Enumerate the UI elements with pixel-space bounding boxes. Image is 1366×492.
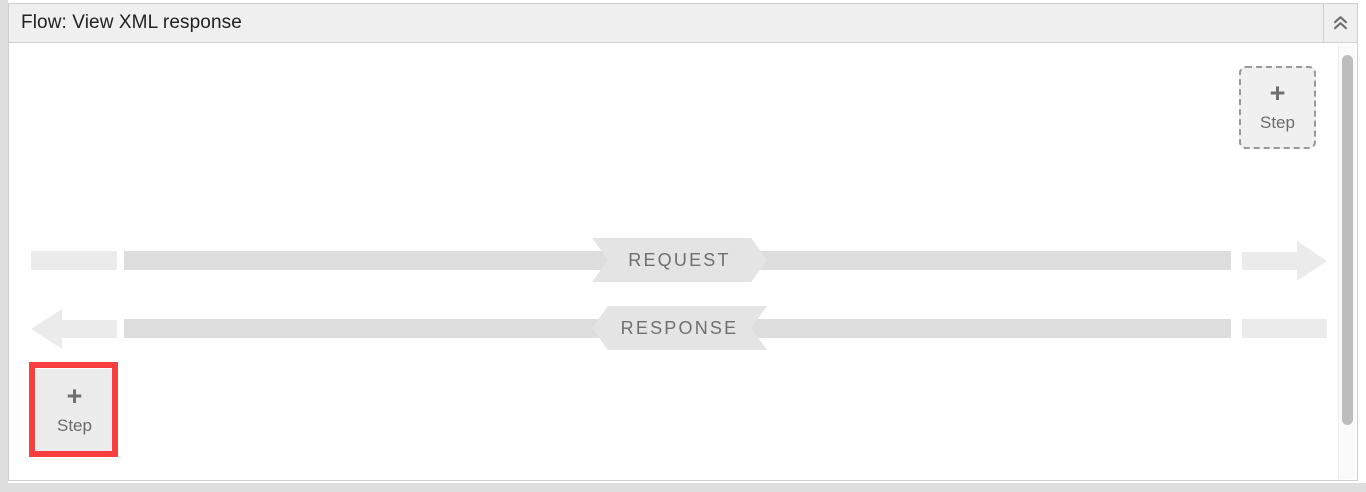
add-step-label: Step [1260, 113, 1295, 132]
plus-icon: + [1269, 78, 1286, 108]
response-banner: RESPONSE [592, 306, 767, 350]
response-right-stub [1242, 319, 1327, 338]
request-banner: REQUEST [592, 238, 767, 282]
plus-icon: + [66, 381, 83, 411]
window-bottom-edge [8, 483, 1366, 492]
request-label: REQUEST [628, 249, 731, 270]
response-label: RESPONSE [620, 317, 739, 338]
double-chevron-up-icon [1333, 16, 1348, 30]
response-arrow-left-icon [31, 309, 117, 349]
flow-panel: Flow: View XML response + Step [8, 3, 1358, 481]
canvas-scrollbar[interactable] [1338, 44, 1356, 479]
add-step-button-top-right[interactable]: + Step [1239, 66, 1316, 149]
flow-canvas[interactable]: + Step REQUEST [9, 44, 1357, 480]
request-arrow-right-icon [1242, 241, 1327, 281]
add-step-label: Step [57, 416, 92, 435]
flow-panel-header: Flow: View XML response [9, 3, 1357, 43]
collapse-panel-button[interactable] [1323, 3, 1357, 43]
canvas-scrollbar-thumb[interactable] [1342, 55, 1353, 425]
flow-row-request: REQUEST [9, 230, 1357, 290]
flow-row-response: RESPONSE [9, 298, 1357, 358]
page-title: Flow: View XML response [21, 12, 242, 33]
add-step-button-bottom-left[interactable]: + Step [36, 369, 113, 452]
request-left-stub [31, 251, 117, 270]
window-left-edge [0, 0, 8, 492]
